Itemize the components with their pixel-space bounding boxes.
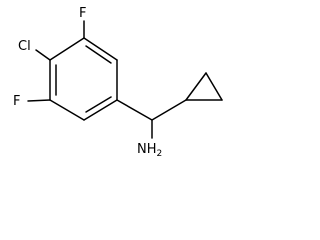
bond-c-f-bottom xyxy=(27,99,51,102)
bond-ring-lower-right xyxy=(83,99,118,121)
double-bond-inner-2 xyxy=(85,96,112,113)
bond-ch-to-cyclopropyl xyxy=(151,99,187,121)
bond-ring-upper-left xyxy=(49,37,85,61)
benzene-ring xyxy=(49,37,118,121)
atom-label-f-bottom: F xyxy=(13,94,20,109)
bond-cp-left xyxy=(185,72,207,101)
bond-cp-top xyxy=(205,72,223,101)
atom-label-nh2: NH2 xyxy=(137,142,162,159)
bond-ring-to-ch xyxy=(116,99,153,121)
molecule-structure: F Cl F NH2 xyxy=(13,6,223,159)
amine-subscript: 2 xyxy=(157,149,163,159)
cyclopropyl-ring xyxy=(185,72,223,101)
double-bond-inner-1 xyxy=(85,45,112,64)
atom-label-cl: Cl xyxy=(18,39,31,54)
bond-ring-top xyxy=(83,37,118,61)
bond-ring-bottom xyxy=(49,99,85,121)
amine-text: NH xyxy=(137,142,157,157)
bond-c-cl xyxy=(35,49,51,61)
atom-label-f-top: F xyxy=(79,6,86,21)
